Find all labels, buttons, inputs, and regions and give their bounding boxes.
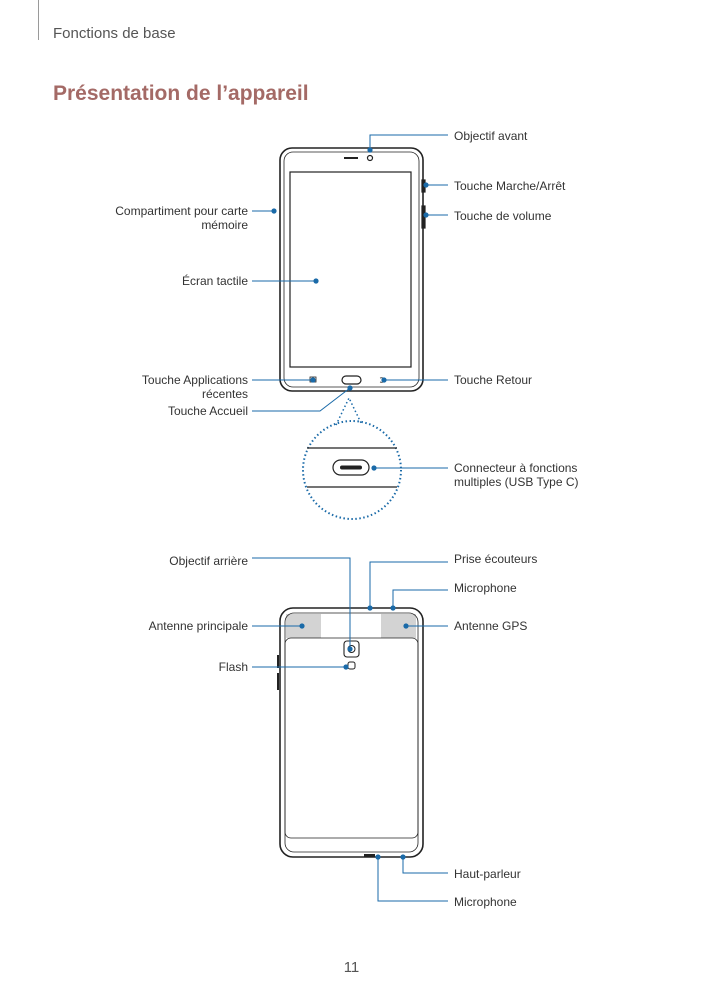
label-microphone-bottom: Microphone <box>454 895 517 909</box>
label-volume-key: Touche de volume <box>454 209 552 223</box>
label-recent-apps: Touche Applications récentes <box>141 373 248 401</box>
label-main-antenna: Antenne principale <box>148 619 248 633</box>
usb-port-outer <box>332 459 370 476</box>
home-key <box>341 375 362 385</box>
speaker-grille <box>364 854 375 857</box>
label-flash: Flash <box>218 660 248 674</box>
front-device <box>279 147 426 392</box>
label-home-key: Touche Accueil <box>167 404 248 418</box>
label-gps-antenna: Antenne GPS <box>454 619 528 633</box>
zoom-circle <box>302 420 402 520</box>
usb-zoom <box>302 396 402 520</box>
label-memory-card: Compartiment pour carte mémoire <box>115 204 248 232</box>
label-earphone-jack: Prise écouteurs <box>454 552 538 566</box>
label-usb-port: Connecteur à fonctions multiples (USB Ty… <box>454 461 579 489</box>
label-rear-camera: Objectif arrière <box>169 554 248 568</box>
page-title: Présentation de l’appareil <box>53 82 309 105</box>
section-header: Fonctions de base <box>53 25 176 42</box>
front-callout-dots <box>271 147 429 471</box>
label-speaker: Haut-parleur <box>454 867 521 881</box>
front-device-bezel <box>283 151 420 388</box>
label-microphone-top: Microphone <box>454 581 517 595</box>
label-touchscreen: Écran tactile <box>181 274 248 288</box>
usb-port-inner <box>340 465 362 470</box>
label-back-key: Touche Retour <box>454 373 533 387</box>
page-number: 11 <box>343 959 360 976</box>
front-camera-lens <box>366 154 374 162</box>
front-callouts <box>252 134 448 469</box>
header-rule <box>38 0 39 40</box>
label-front-camera: Objectif avant <box>454 129 528 143</box>
flash-led <box>347 661 356 670</box>
back-callout-dots <box>299 605 409 860</box>
back-callouts <box>252 557 448 902</box>
front-screen <box>289 171 412 368</box>
label-power-key: Touche Marche/Arrêt <box>454 179 566 193</box>
front-device-body <box>279 147 424 392</box>
